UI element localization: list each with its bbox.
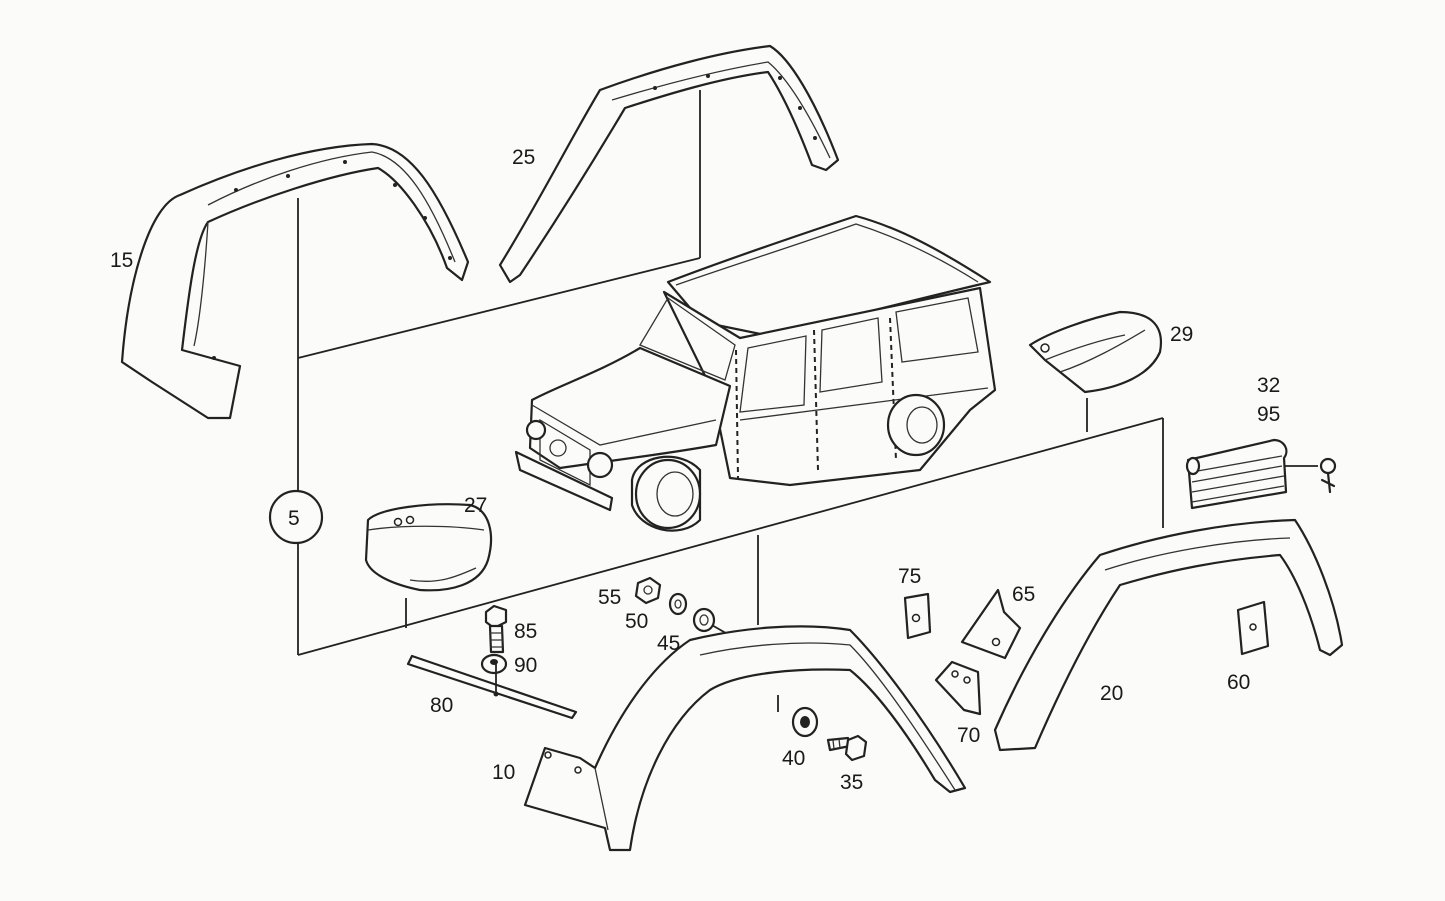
callout-75: 75 [898,565,921,588]
callout-5: 5 [288,507,300,530]
vehicle-illustration [514,214,997,532]
callout-29: 29 [1170,323,1193,346]
front-corner-cap-27 [364,503,492,592]
mounting-strip-80 [406,654,578,720]
callout-85: 85 [514,620,537,643]
rear-corner-cap-29 [1028,310,1163,394]
callout-25: 25 [512,146,535,169]
fender-flare-15 [120,142,470,420]
callout-60: 60 [1227,671,1250,694]
bracket-70 [934,660,982,716]
hardware-55-50-45 [634,576,716,633]
callout-35: 35 [840,771,863,794]
bracket-75 [903,592,932,640]
washer-40-bolt-35 [791,706,868,762]
callout-32: 32 [1257,374,1280,397]
bracket-65 [960,588,1022,660]
plate-60 [1236,600,1270,656]
callout-circle-5 [268,489,324,545]
callout-45: 45 [657,632,680,655]
callout-labels: 15 25 29 32 95 5 27 75 65 55 50 45 85 90… [110,146,1280,794]
bolt-85-washer-90 [480,604,508,675]
callout-55: 55 [598,586,621,609]
fender-flare-10 [523,625,967,852]
callout-40: 40 [782,747,805,770]
callout-20: 20 [1100,682,1123,705]
fender-flare-25 [498,44,840,284]
fender-flare-20 [993,518,1344,752]
leader-lines [297,90,1318,712]
callout-90: 90 [514,654,537,677]
trim-strip-32 [1185,438,1337,510]
callout-95: 95 [1257,403,1280,426]
callout-15: 15 [110,249,133,272]
callout-27: 27 [464,494,487,517]
callout-70: 70 [957,724,980,747]
callout-80: 80 [430,694,453,717]
callout-50: 50 [625,610,648,633]
callout-10: 10 [492,761,515,784]
callout-65: 65 [1012,583,1035,606]
